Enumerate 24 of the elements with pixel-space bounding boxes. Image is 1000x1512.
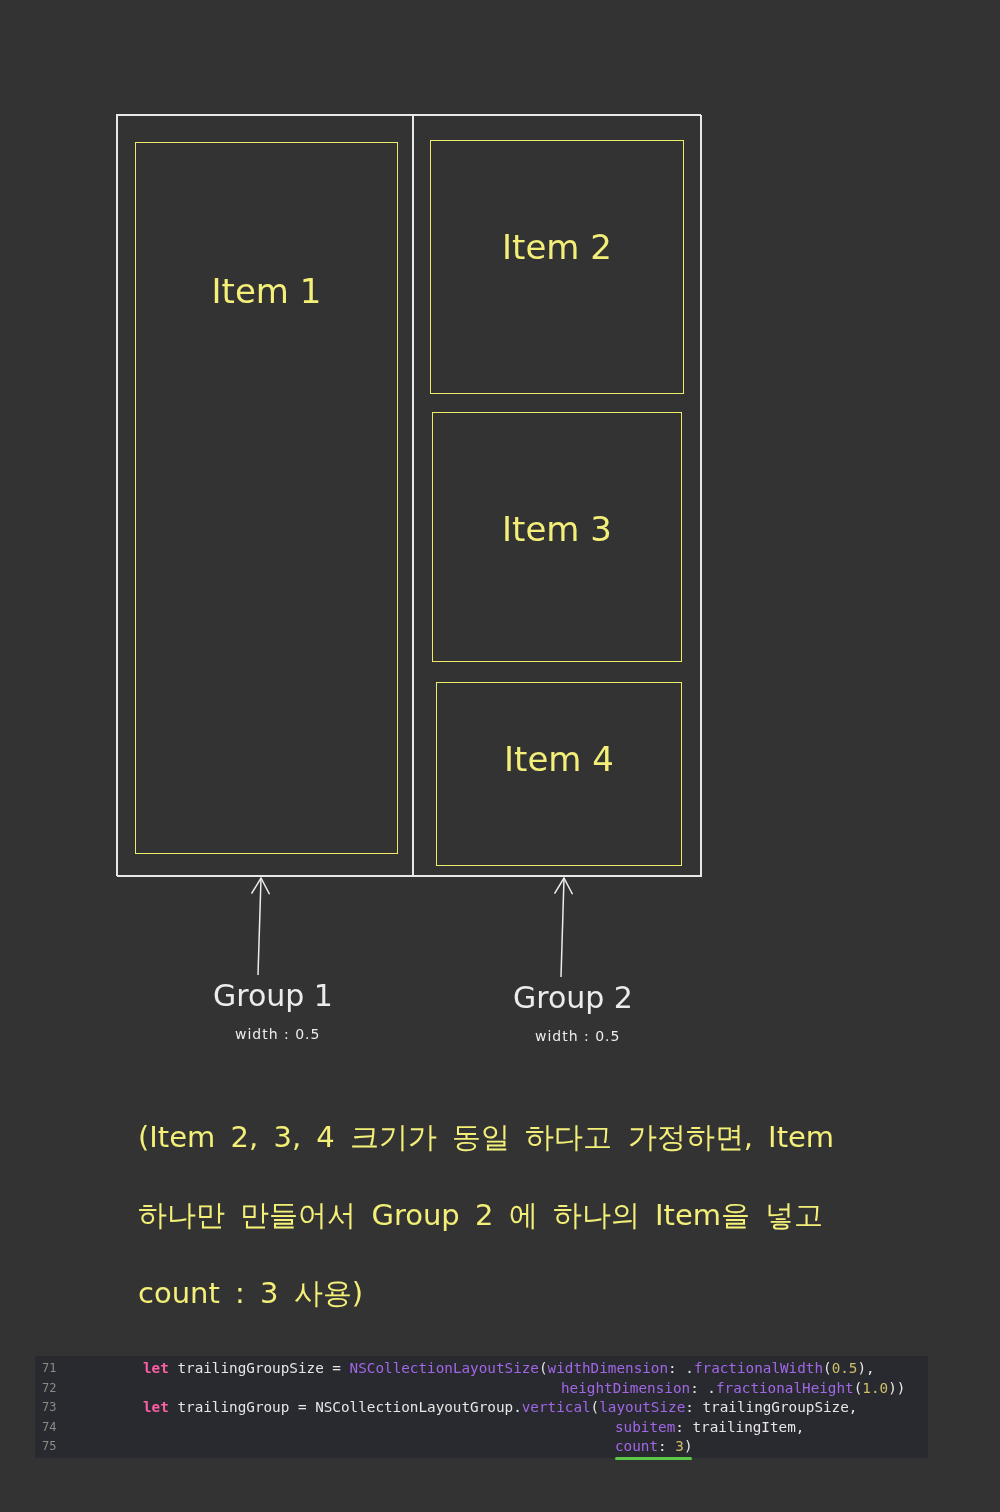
line-number: 71 (42, 1360, 57, 1377)
line-number: 73 (42, 1399, 57, 1416)
item-box: Item 3 (432, 412, 682, 662)
group-label: Group 2 (513, 980, 633, 1015)
item-box: Item 4 (436, 682, 682, 866)
item-box: Item 2 (430, 140, 684, 394)
width-note: width : 0.5 (235, 1026, 321, 1042)
arrow (553, 877, 574, 978)
code-line: heightDimension: .fractionalHeight(1.0)) (561, 1378, 906, 1398)
group-frame (117, 115, 413, 877)
width-note: width : 0.5 (535, 1028, 621, 1044)
code-line: subitem: trailingItem, (615, 1417, 805, 1437)
code-line: count: 3) (615, 1437, 693, 1456)
line-number: 75 (42, 1438, 57, 1455)
group-label: Group 1 (213, 978, 333, 1013)
line-number: 72 (42, 1379, 57, 1397)
code-line: let trailingGroup = NSCollectionLayoutGroup.vertical(layoutSize: trailingGroupSize, (143, 1398, 858, 1417)
code-line: let trailingGroupSize = NSCollectionLayoutSize(widthDimension: .fractionalWidth(0.5), (143, 1359, 875, 1378)
handwritten-note: (Item 2, 3, 4 크기가 동일 하다고 가정하면, Item 하나만 만들어서 Group 2 에 하나의 Item을 넣고 count : 3 사용) (138, 1119, 836, 1312)
line-number: 74 (42, 1418, 57, 1436)
group-frame (413, 115, 702, 877)
item-box: Item 1 (135, 142, 398, 854)
arrow (250, 877, 271, 976)
group-frame (116, 114, 701, 876)
